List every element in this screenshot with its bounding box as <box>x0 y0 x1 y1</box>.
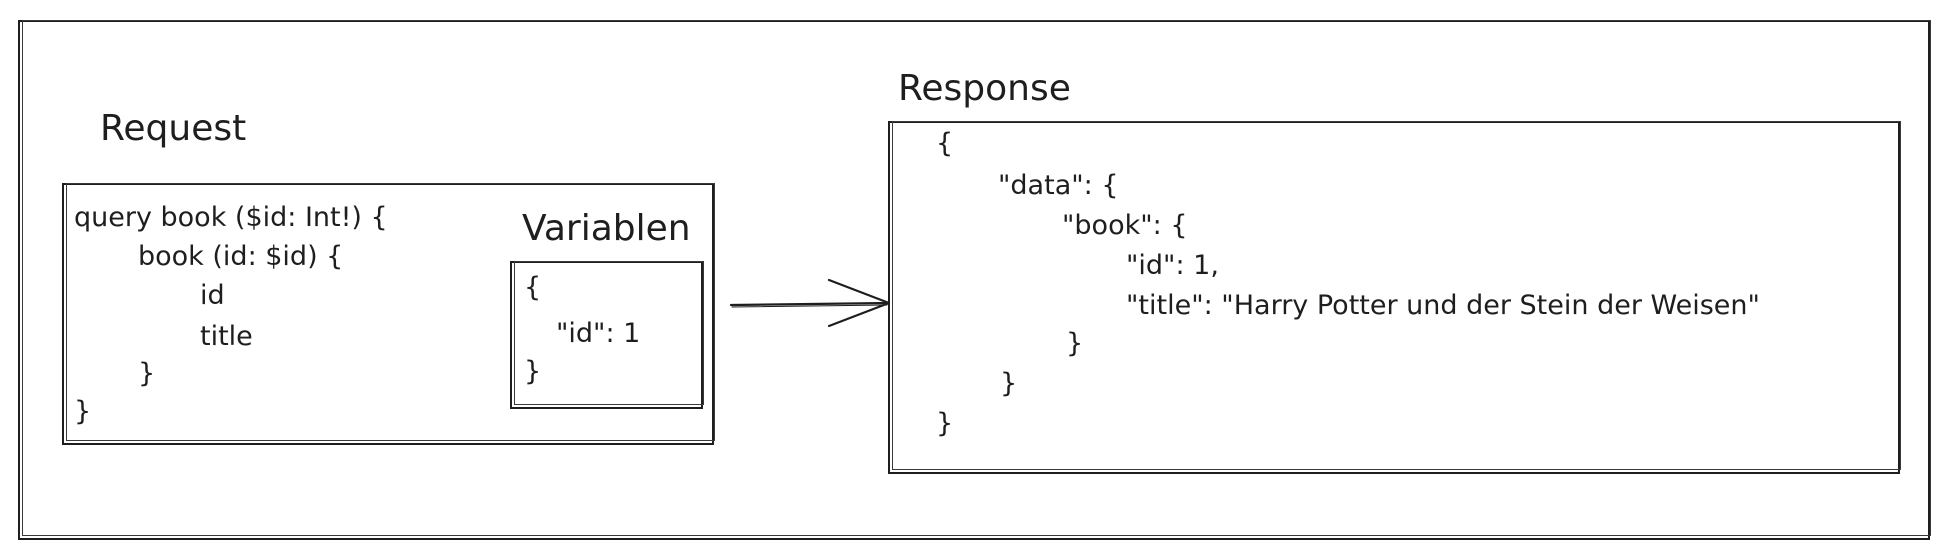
query-line: query book ($id: Int!) { <box>74 202 388 233</box>
variables-line: { <box>524 272 542 303</box>
variables-line: } <box>524 356 542 387</box>
response-line: "data": { <box>998 170 1119 201</box>
query-line: id <box>200 280 225 311</box>
response-line: } <box>1000 368 1018 399</box>
query-line: } <box>74 396 92 427</box>
request-title: Request <box>100 108 247 149</box>
response-line: "book": { <box>1062 210 1188 241</box>
query-line: book (id: $id) { <box>138 241 344 272</box>
query-line: } <box>138 358 156 389</box>
response-line: { <box>936 128 954 159</box>
response-line: "id": 1, <box>1126 250 1219 281</box>
response-line: } <box>936 408 954 439</box>
response-line: "title": "Harry Potter und der Stein der… <box>1126 290 1760 321</box>
variables-line: "id": 1 <box>556 318 641 349</box>
query-line: title <box>200 321 253 352</box>
variables-title: Variablen <box>522 208 691 249</box>
response-line: } <box>1066 328 1084 359</box>
arrow-right-icon <box>729 278 891 328</box>
response-title: Response <box>898 68 1071 109</box>
